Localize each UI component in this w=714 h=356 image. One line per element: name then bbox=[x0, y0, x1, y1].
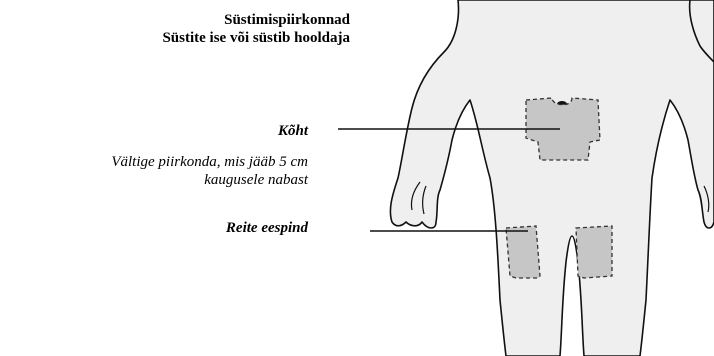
body-silhouette bbox=[390, 0, 714, 356]
right-thigh-zone bbox=[576, 226, 612, 278]
left-thigh-zone bbox=[506, 226, 540, 278]
